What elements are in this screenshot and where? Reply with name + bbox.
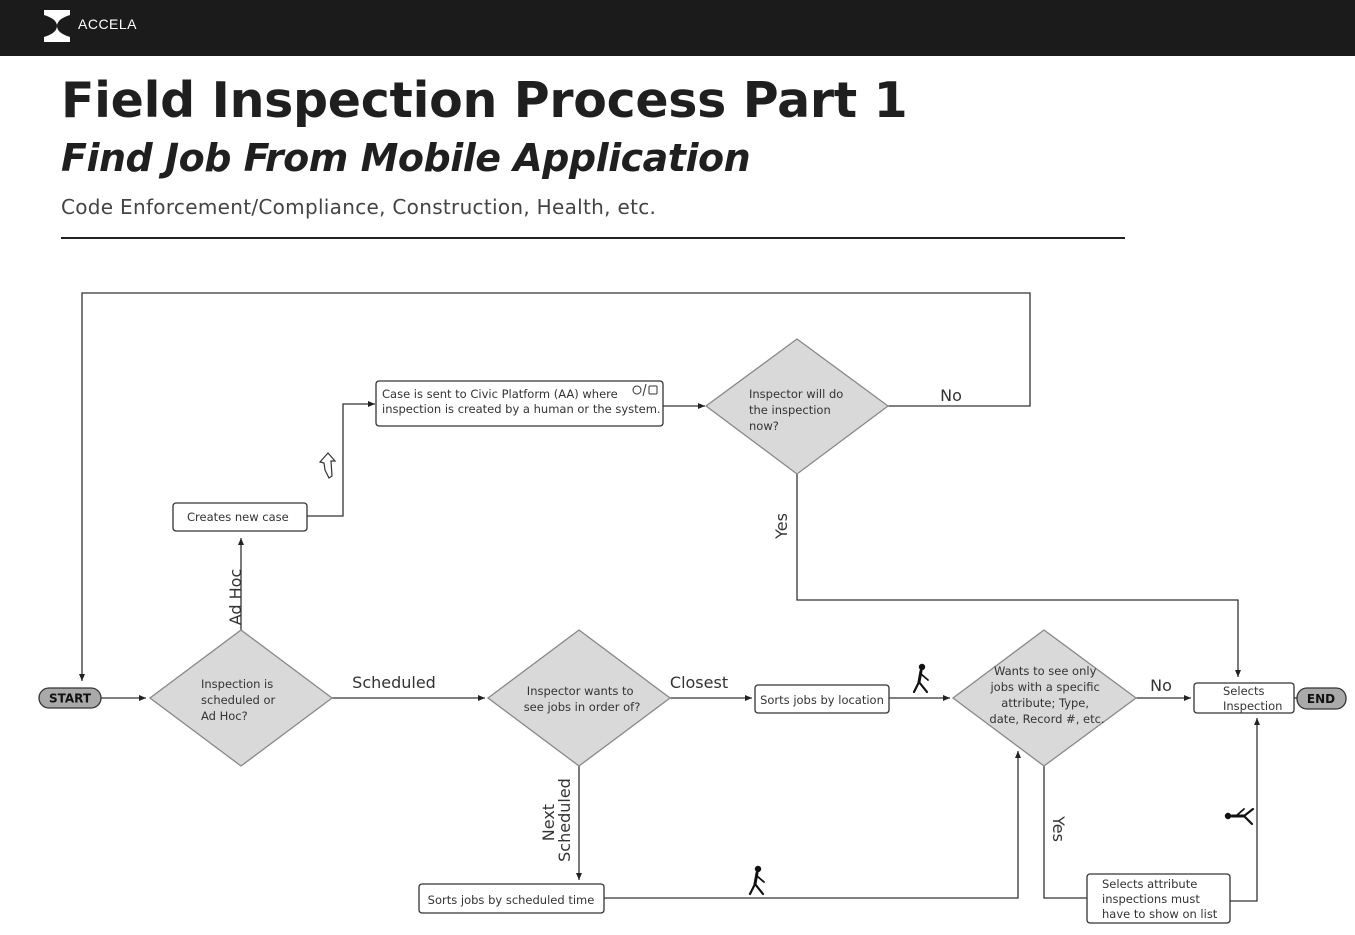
end-terminal: END [1296, 687, 1347, 710]
process-sorts-scheduled-time: Sorts jobs by scheduled time [418, 883, 605, 914]
hand-pointer-icon [318, 452, 337, 479]
accela-logo-icon [44, 10, 70, 42]
svg-text:Sorts jobs by location: Sorts jobs by location [760, 693, 884, 707]
page-tagline: Code Enforcement/Compliance, Constructio… [61, 195, 657, 219]
svg-text:Inspector wants to see j: Inspector wants to see jobs in order of? [524, 684, 641, 714]
edge-label-ad-hoc: Ad Hoc [226, 569, 245, 626]
process-selects-inspection: Selects Inspection [1193, 682, 1295, 714]
decision-specific-attribute: Wants to see only jobs with a specific a… [951, 629, 1138, 767]
running-person-icon [1224, 807, 1255, 826]
connectors [79, 292, 1297, 902]
svg-text:Creates new case: Creates new case [187, 510, 289, 524]
svg-text:Case is sent to Civic Platform: Case is sent to Civic Platform (AA) wher… [382, 387, 661, 416]
svg-text:Sorts jobs by scheduled time: Sorts jobs by scheduled time [428, 893, 595, 907]
walking-person-icon [748, 865, 765, 896]
svg-text:Selects attribute inspec: Selects attribute inspections must have … [1102, 877, 1218, 921]
end-label: END [1307, 692, 1335, 706]
start-terminal: START [38, 687, 102, 709]
title-divider [61, 237, 1125, 239]
svg-text:Selects Inspection: Selects Inspection [1223, 684, 1282, 713]
decision-will-inspect-now: Inspector will do the inspection now? [704, 338, 890, 475]
edge-label-no-top: No [940, 386, 962, 405]
page-title: Field Inspection Process Part 1 [61, 72, 908, 129]
svg-text:Inspection is scheduled: Inspection is scheduled or Ad Hoc? [201, 677, 279, 723]
edge-no-loop [79, 292, 1031, 681]
top-bar: ACCELA [0, 0, 1355, 56]
edge-yes-to-select [796, 474, 1241, 677]
edge-yes-to-attr [1043, 766, 1087, 899]
process-selects-attribute: Selects attribute inspections must have … [1086, 873, 1231, 924]
process-sorts-location: Sorts jobs by location [754, 684, 890, 714]
brand-name: ACCELA [78, 16, 138, 32]
edge-label-no-right: No [1150, 676, 1172, 695]
edge-new-case-to-sent [307, 401, 375, 517]
edge-time-to-attr [604, 751, 1021, 899]
edge-label-next-scheduled: Next Scheduled [539, 778, 574, 862]
process-case-sent: Case is sent to Civic Platform (AA) wher… [375, 380, 664, 427]
decision-order-of: Inspector wants to see jobs in order of? [486, 629, 672, 767]
decision-scheduled-or-adhoc: Inspection is scheduled or Ad Hoc? [148, 629, 334, 767]
svg-text:Wants to see only jobs w: Wants to see only jobs with a specific a… [989, 664, 1104, 726]
edge-label-closest: Closest [670, 673, 728, 692]
edge-attr-to-select [1230, 718, 1260, 902]
edge-label-yes-top: Yes [772, 513, 791, 540]
edge-label-yes-bottom: Yes [1049, 815, 1068, 842]
human-system-icon [632, 383, 658, 397]
page-subtitle: Find Job From Mobile Application [61, 136, 751, 180]
walking-person-icon [912, 663, 929, 694]
svg-text:Inspector will do the in: Inspector will do the inspection now? [749, 387, 847, 433]
process-creates-new-case: Creates new case [172, 502, 308, 532]
edge-label-scheduled: Scheduled [352, 673, 436, 692]
start-label: START [49, 692, 92, 706]
